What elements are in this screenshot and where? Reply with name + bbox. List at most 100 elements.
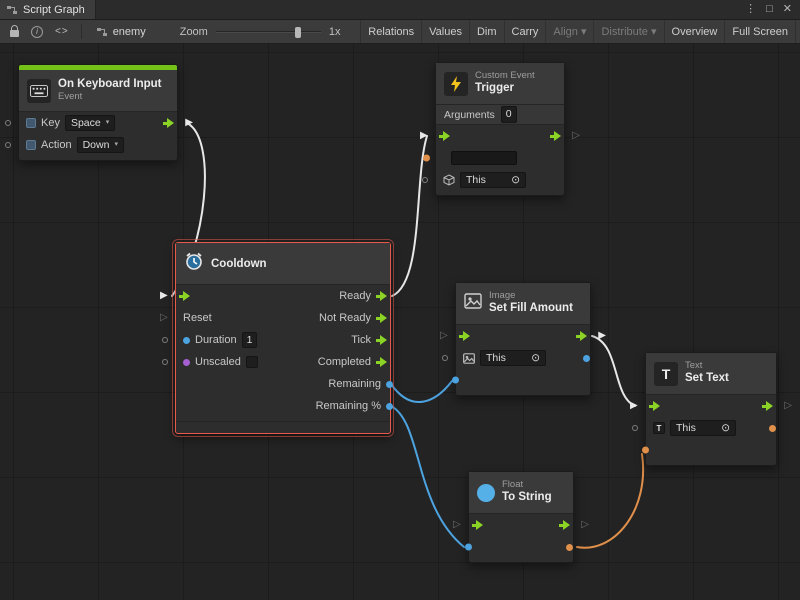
duration-value-field[interactable]: 1 xyxy=(241,331,258,349)
target-input-port[interactable] xyxy=(422,177,428,183)
target-dropdown[interactable]: This⊙ xyxy=(670,419,736,437)
flow-out-marker[interactable]: ▶ xyxy=(185,117,193,128)
flow-in-marker[interactable]: ▶ xyxy=(420,130,428,141)
flow-in-marker[interactable]: ▶ xyxy=(630,400,638,411)
target-picker-icon[interactable]: ⊙ xyxy=(511,173,520,186)
duration-input-port[interactable] xyxy=(162,337,168,343)
flow-in-port[interactable] xyxy=(649,401,660,411)
flow-out-port[interactable] xyxy=(559,520,570,530)
flow-out-port[interactable] xyxy=(762,401,773,411)
align-button[interactable]: Align ▾ xyxy=(545,20,593,43)
flow-out-marker[interactable]: ▷ xyxy=(572,130,580,141)
target-input-port[interactable] xyxy=(442,355,448,361)
reset-flow-marker[interactable]: ▷ xyxy=(160,312,168,323)
arguments-value-field[interactable]: 0 xyxy=(500,106,517,123)
value-output-port[interactable] xyxy=(769,424,776,432)
flow-out-port[interactable] xyxy=(550,131,561,141)
relations-button[interactable]: Relations xyxy=(360,20,421,43)
target-picker-icon[interactable]: ⊙ xyxy=(531,351,540,364)
target-dropdown[interactable]: This⊙ xyxy=(460,171,526,189)
notready-flow-out-port[interactable] xyxy=(376,313,387,323)
values-button[interactable]: Values xyxy=(421,20,469,43)
zoom-slider[interactable] xyxy=(215,25,321,39)
fill-amount-input-port[interactable] xyxy=(452,376,459,384)
port-row-flow: ▷ ▶ xyxy=(440,325,606,347)
unscaled-checkbox[interactable] xyxy=(245,356,258,368)
node-set-text[interactable]: T Text Set Text ▶ ▷ T This⊙ xyxy=(630,352,792,466)
string-output-port[interactable] xyxy=(566,543,573,551)
flow-in-marker[interactable]: ▷ xyxy=(440,330,448,341)
chevron-down-icon: ▾ xyxy=(114,140,118,148)
flow-in-marker[interactable]: ▷ xyxy=(453,519,461,530)
wire-tostring-to-settext[interactable] xyxy=(576,453,645,549)
graph-icon xyxy=(96,27,107,36)
target-dropdown[interactable]: This⊙ xyxy=(480,349,546,367)
text-mini-icon: T xyxy=(653,422,665,434)
action-dropdown[interactable]: Down▾ xyxy=(76,136,124,154)
wire-remaining-to-fillamount[interactable] xyxy=(390,380,453,403)
code-icon[interactable]: <> xyxy=(55,26,69,37)
zoom-slider-handle[interactable] xyxy=(294,26,301,38)
window-menu-button[interactable]: ⋮ xyxy=(745,3,757,15)
flow-out-port[interactable] xyxy=(163,118,174,128)
notready-label: Not Ready xyxy=(319,312,371,324)
port-row-key: Key Space▾ ▶ xyxy=(5,112,193,134)
node-title: Cooldown xyxy=(211,257,267,270)
flow-out-marker[interactable]: ▷ xyxy=(784,400,792,411)
graph-canvas[interactable]: On Keyboard Input Event Key Space▾ ▶ Act… xyxy=(0,44,800,600)
node-cooldown[interactable]: Cooldown ▶ Ready ▷ Reset Not Ready Durat… xyxy=(160,239,394,437)
event-name-field[interactable] xyxy=(451,151,517,165)
completed-flow-out-port[interactable] xyxy=(376,357,387,367)
text-input-port[interactable] xyxy=(642,446,649,454)
fullscreen-button[interactable]: Full Screen xyxy=(724,20,796,43)
action-input-port[interactable] xyxy=(5,142,11,148)
dim-button[interactable]: Dim xyxy=(468,20,504,43)
node-type: Custom Event xyxy=(475,70,535,82)
key-dropdown[interactable]: Space▾ xyxy=(64,114,116,132)
port-row-target: T This⊙ xyxy=(632,417,776,439)
float-input-port[interactable] xyxy=(465,543,472,551)
graph-selector[interactable]: enemy xyxy=(88,26,154,38)
node-to-string[interactable]: Float To String ▷ ▷ xyxy=(453,471,589,563)
flow-out-marker[interactable]: ▶ xyxy=(598,330,606,341)
tick-flow-out-port[interactable] xyxy=(376,335,387,345)
flow-in-port[interactable] xyxy=(459,331,470,341)
carry-button[interactable]: Carry xyxy=(503,20,546,43)
wire-cooldown-ready-to-custom-event[interactable] xyxy=(391,135,428,297)
value-output-port[interactable] xyxy=(583,354,590,362)
wire-setfill-to-settext[interactable] xyxy=(591,335,636,407)
flow-in-port[interactable] xyxy=(439,131,450,141)
info-icon[interactable]: i xyxy=(25,20,49,43)
node-set-fill-amount[interactable]: Image Set Fill Amount ▷ ▶ This⊙ xyxy=(440,282,606,396)
remaining-pct-output-port[interactable] xyxy=(386,402,393,410)
port-row-flow: ▶ ▷ xyxy=(630,395,792,417)
lock-icon[interactable] xyxy=(4,20,25,43)
node-custom-event-trigger[interactable]: Custom Event Trigger Arguments 0 ▶ ▷ xyxy=(420,62,580,196)
flow-in-port[interactable] xyxy=(472,520,483,530)
flow-in-marker[interactable]: ▶ xyxy=(160,290,168,301)
overview-button[interactable]: Overview xyxy=(663,20,725,43)
tab-script-graph[interactable]: Script Graph xyxy=(0,0,96,19)
wire-remaining-pct-to-tostring[interactable] xyxy=(390,405,465,548)
key-input-port[interactable] xyxy=(5,120,11,126)
target-picker-icon[interactable]: ⊙ xyxy=(721,421,730,434)
window-close-button[interactable]: ✕ xyxy=(782,3,792,15)
node-type: Text xyxy=(685,360,703,372)
remaining-output-port[interactable] xyxy=(386,380,393,388)
window-maximize-button[interactable]: □ xyxy=(766,3,773,15)
target-input-port[interactable] xyxy=(632,425,638,431)
remaining-pct-label: Remaining % xyxy=(315,400,381,412)
float-icon xyxy=(477,483,495,502)
port-row-flow-ready: ▶ Ready xyxy=(160,285,390,307)
distribute-button[interactable]: Distribute ▾ xyxy=(593,20,663,43)
port-row-flow: ▷ ▷ xyxy=(453,514,589,536)
ready-flow-out-port[interactable] xyxy=(376,291,387,301)
node-on-keyboard-input[interactable]: On Keyboard Input Event Key Space▾ ▶ Act… xyxy=(5,64,193,161)
node-header: Float To String xyxy=(469,472,573,514)
flow-out-port[interactable] xyxy=(576,331,587,341)
name-input-port[interactable] xyxy=(423,154,430,162)
unscaled-input-port[interactable] xyxy=(162,359,168,365)
flow-out-marker[interactable]: ▷ xyxy=(581,519,589,530)
flow-in-port[interactable] xyxy=(179,291,190,301)
